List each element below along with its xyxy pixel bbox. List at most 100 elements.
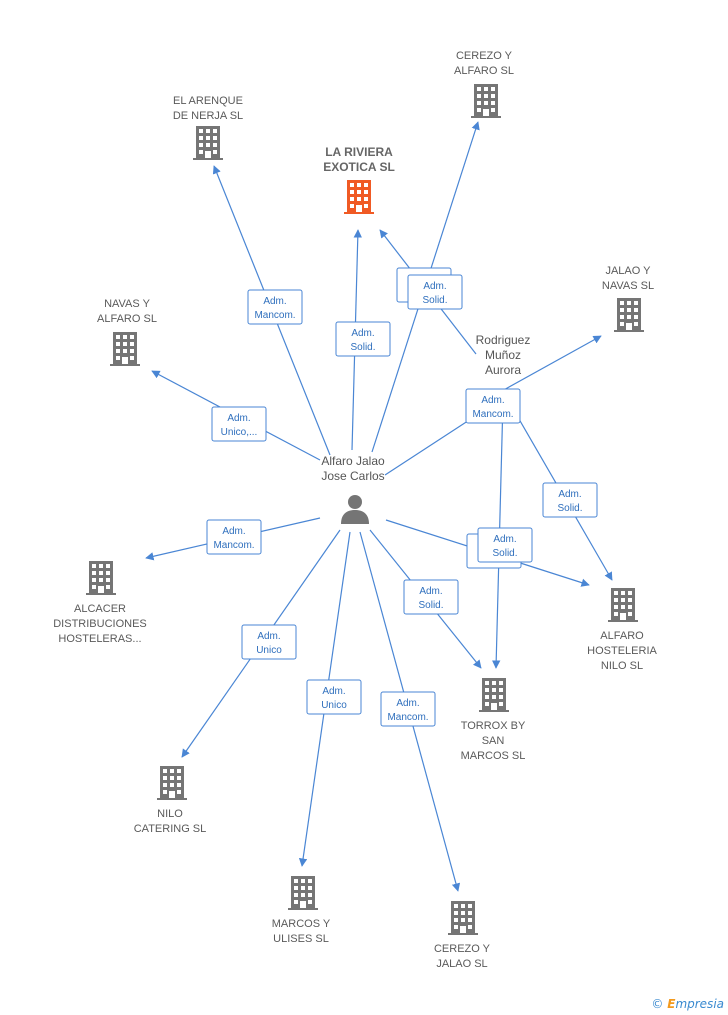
company-label-line: CEREZO Y xyxy=(434,943,491,955)
relation-text-line: Adm. xyxy=(423,281,446,292)
company-node-alcacer[interactable]: ALCACERDISTRIBUCIONESHOSTELERAS... xyxy=(53,561,147,645)
company-label-line: ALFARO SL xyxy=(97,313,157,325)
relation-label-r8[interactable]: Adm.Solid. xyxy=(542,482,598,518)
relation-label-r2[interactable]: Adm. Solid. xyxy=(335,321,391,357)
person-label-line: Jose Carlos xyxy=(321,469,384,483)
building-icon[interactable] xyxy=(193,126,223,160)
relation-text-line: Unico xyxy=(256,645,282,656)
company-label-line: ALFARO xyxy=(600,630,644,642)
relation-text-line: Adm. xyxy=(419,586,442,597)
relation-text-line: Solid. xyxy=(422,295,447,306)
relation-text-line: Adm. xyxy=(227,413,250,424)
company-label-line: HOSTELERIA xyxy=(587,645,657,657)
company-node-nilo-catering[interactable]: NILO CATERING SL xyxy=(134,766,207,835)
company-label-line: ALFARO SL xyxy=(454,65,514,77)
company-label-line: NILO SL xyxy=(601,660,643,672)
relation-text-line: Adm. xyxy=(322,686,345,697)
relation-box[interactable] xyxy=(542,482,598,518)
relation-box[interactable] xyxy=(241,624,297,660)
relation-text-line: Adm. xyxy=(222,526,245,537)
relation-text-line: Adm. xyxy=(257,631,280,642)
person-label-line: Rodriguez xyxy=(476,333,531,347)
relation-box[interactable] xyxy=(403,579,459,615)
company-label-line: LA RIVIERA xyxy=(325,145,393,159)
relation-label-r13[interactable]: Adm. Unico xyxy=(306,679,362,715)
relation-label-r7[interactable]: Adm. Mancom. xyxy=(206,519,262,555)
person-label-line: Aurora xyxy=(485,363,521,377)
building-icon[interactable] xyxy=(288,876,318,910)
company-node-jalao-navas[interactable]: JALAO Y NAVAS SL xyxy=(602,265,654,332)
building-icon[interactable] xyxy=(608,588,638,622)
building-icon[interactable] xyxy=(614,298,644,332)
relation-label-r12[interactable]: Adm. Unico xyxy=(241,624,297,660)
company-label-line: NILO xyxy=(157,808,183,820)
relation-box[interactable] xyxy=(380,691,436,727)
company-label-line: DISTRIBUCIONES xyxy=(53,618,147,630)
building-icon[interactable] xyxy=(86,561,116,595)
building-icon[interactable] xyxy=(448,901,478,935)
copyright-symbol: © xyxy=(651,997,664,1011)
relation-box[interactable] xyxy=(335,321,391,357)
person-label-line: Alfaro Jalao xyxy=(321,454,385,468)
relation-label-r14[interactable]: Adm.Mancom. xyxy=(380,691,436,727)
building-icon[interactable] xyxy=(157,766,187,800)
relation-box[interactable] xyxy=(465,388,521,424)
edge-rodriguez-jalao-navas xyxy=(499,335,602,393)
company-node-cerezo-alfaro[interactable]: CEREZO Y ALFARO SL xyxy=(454,50,514,118)
relation-text-line: Mancom. xyxy=(213,540,254,551)
relation-text-line: Solid. xyxy=(350,342,375,353)
relation-text-line: Adm. xyxy=(493,534,516,545)
relation-box[interactable] xyxy=(306,679,362,715)
relation-label-r10[interactable]: Adm. Solid. xyxy=(477,527,533,563)
company-node-alfaro-hosteleria[interactable]: ALFARO HOSTELERIA NILO SL xyxy=(587,588,658,672)
relation-label-r6[interactable]: Adm.Mancom. xyxy=(465,388,521,424)
relation-text-line: Solid. xyxy=(492,548,517,559)
relation-box[interactable] xyxy=(206,519,262,555)
relation-label-r11[interactable]: Adm.Solid. xyxy=(403,579,459,615)
company-label-line: JALAO Y xyxy=(605,265,651,277)
relation-text-line: Adm. xyxy=(396,698,419,709)
building-icon[interactable] xyxy=(471,84,501,118)
company-label-line: CATERING SL xyxy=(134,823,207,835)
relation-label-r4[interactable]: Adm. Solid. xyxy=(407,274,463,310)
relation-box[interactable] xyxy=(407,274,463,310)
relation-label-layer: Adm.Mancom.Adm.Solid.Adm.M...Adm.Solid.A… xyxy=(206,267,598,727)
relation-text-line: Unico xyxy=(321,700,347,711)
relation-label-r1[interactable]: Adm.Mancom. xyxy=(247,289,303,325)
relation-text-line: Adm. xyxy=(263,296,286,307)
building-icon[interactable] xyxy=(344,180,374,214)
company-label-line: NAVAS SL xyxy=(602,280,654,292)
company-label-line: JALAO SL xyxy=(436,958,487,970)
company-label-line: EXOTICA SL xyxy=(323,160,395,174)
company-label-line: MARCOS SL xyxy=(461,750,526,762)
edge-layer xyxy=(145,121,613,892)
person-icon[interactable] xyxy=(341,495,369,524)
brand-name: mpresia xyxy=(675,997,724,1011)
company-node-cerezo-jalao[interactable]: CEREZO Y JALAO SL xyxy=(434,901,491,970)
relation-box[interactable] xyxy=(211,406,267,442)
relation-label-r5[interactable]: Adm. Unico,... xyxy=(211,406,267,442)
relation-text-line: Adm. xyxy=(481,395,504,406)
company-label-line: HOSTELERAS... xyxy=(58,633,141,645)
relation-box[interactable] xyxy=(477,527,533,563)
relation-box[interactable] xyxy=(247,289,303,325)
building-icon[interactable] xyxy=(479,678,509,712)
footer-brand[interactable]: © Empresia xyxy=(651,997,724,1011)
person-label-line: Muñoz xyxy=(485,348,521,362)
company-label-line: EL ARENQUE xyxy=(173,95,243,107)
company-label-line: CEREZO Y xyxy=(456,50,513,62)
relation-text-line: Unico,... xyxy=(221,427,258,438)
relation-text-line: Adm. xyxy=(351,328,374,339)
relation-text-line: Adm. xyxy=(558,489,581,500)
building-icon[interactable] xyxy=(110,332,140,366)
company-label-line: SAN xyxy=(482,735,505,747)
